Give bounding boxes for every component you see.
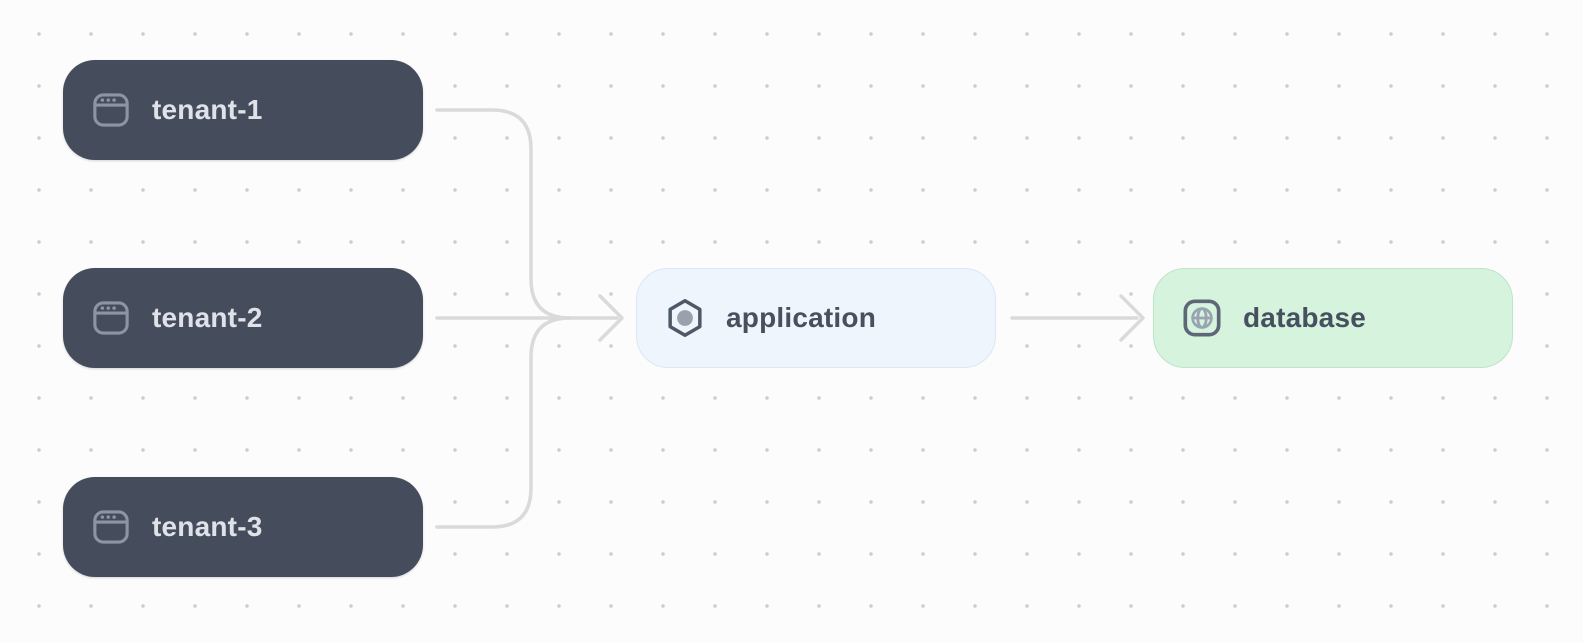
hexagon-node-icon (663, 296, 707, 340)
edge-arrowhead-database (1119, 294, 1145, 342)
edge-tenant1-application (435, 108, 572, 320)
app-window-icon (89, 88, 133, 132)
node-label: tenant-2 (152, 302, 263, 333)
edge-tenant3-application (435, 316, 572, 529)
node-tenant-2[interactable]: tenant-2 (63, 268, 423, 368)
node-database[interactable]: database (1153, 268, 1513, 368)
node-label: tenant-1 (152, 94, 263, 125)
node-tenant-3[interactable]: tenant-3 (63, 477, 423, 577)
app-window-icon (89, 296, 133, 340)
node-label: application (726, 302, 876, 333)
globe-icon (1180, 296, 1224, 340)
node-tenant-1[interactable]: tenant-1 (63, 60, 423, 160)
node-label: tenant-3 (152, 511, 263, 542)
edge-arrowhead-application (598, 294, 624, 342)
node-label: database (1243, 302, 1366, 333)
app-window-icon (89, 505, 133, 549)
node-application[interactable]: application (636, 268, 996, 368)
